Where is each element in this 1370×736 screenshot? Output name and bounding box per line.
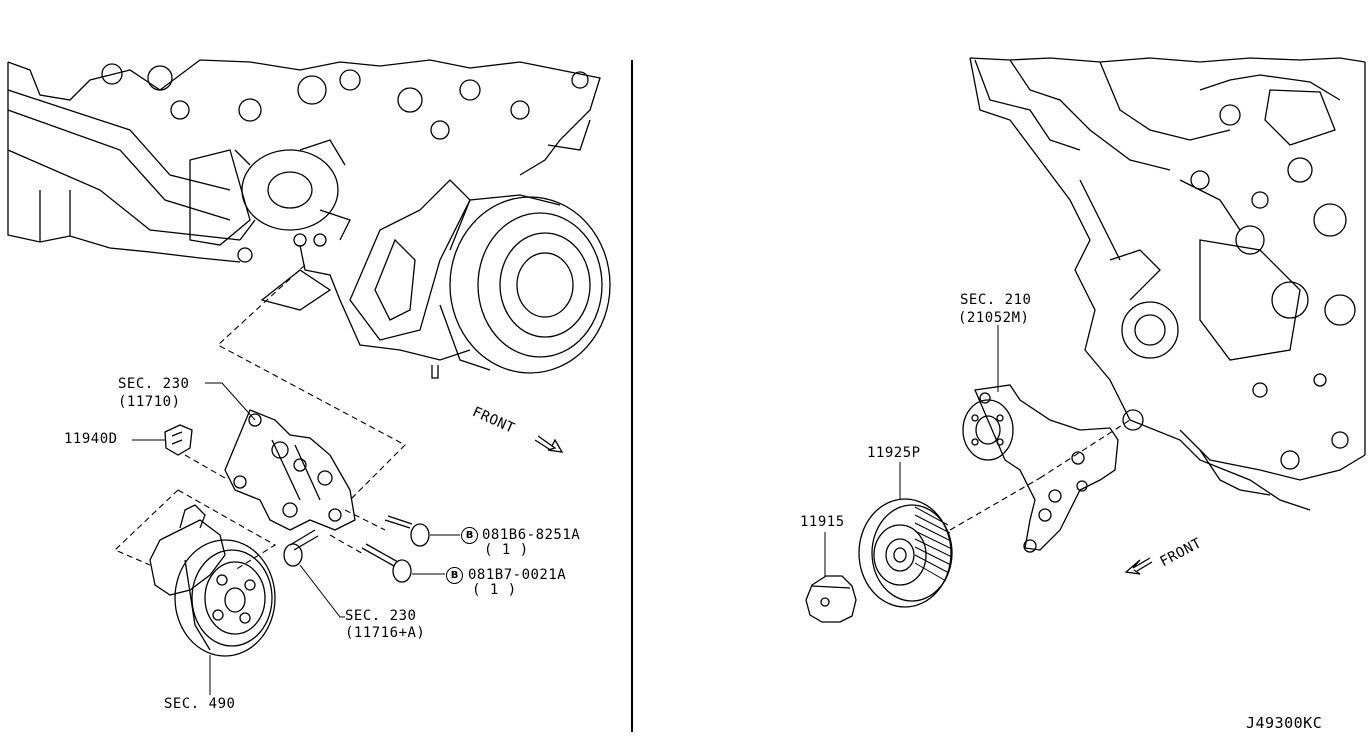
left-dashed-guides: [114, 264, 406, 571]
callout-bolt-081B7-0021A: 081B7-0021A: [468, 567, 567, 583]
callout-sec490: SEC. 490: [164, 696, 236, 712]
callout-part-11940D: 11940D: [64, 431, 118, 447]
diagram-code: J49300KC: [1246, 714, 1323, 732]
right-front-arrow-icon: [1124, 557, 1153, 575]
right-dashed-guides: [949, 419, 1131, 531]
callout-sec210-line2: (21052M): [958, 310, 1030, 326]
right-engine-block-drawing: [969, 57, 1366, 511]
callout-part-11925P: 11925P: [867, 445, 921, 461]
left-front-arrow-icon: [534, 435, 564, 453]
callout-bolt-081B6-qty: ( 1 ): [484, 542, 529, 558]
left-leader-lines: [132, 382, 460, 695]
callout-bolt-081B7-qty: ( 1 ): [472, 582, 517, 598]
clip-11940D-drawing: [164, 424, 193, 456]
tensioner-bracket-drawing: [962, 384, 1119, 553]
callout-part-11915: 11915: [800, 514, 845, 530]
callout-sec230-top-line1: SEC. 230: [118, 376, 190, 392]
callout-sec230-top-line2: (11710): [118, 394, 181, 410]
pump-bracket-drawing: [224, 409, 356, 531]
idler-pulley-11925P-drawing: [858, 498, 953, 608]
cap-11915-drawing: [805, 575, 857, 623]
left-bolts-drawing: [283, 515, 430, 583]
left-engine-block-drawing: [7, 59, 611, 379]
b-marker-icon: B: [446, 567, 463, 584]
b-marker-icon: B: [461, 527, 478, 544]
power-steering-pump-drawing: [149, 504, 276, 657]
callout-bolt-081B6-8251A: 081B6-8251A: [482, 527, 581, 543]
callout-sec230-bottom-line2: (11716+A): [345, 625, 426, 641]
right-leader-lines: [824, 325, 999, 576]
panel-divider: [631, 60, 633, 732]
callout-sec210-line1: SEC. 210: [960, 292, 1032, 308]
callout-sec230-bottom-line1: SEC. 230: [345, 608, 417, 624]
